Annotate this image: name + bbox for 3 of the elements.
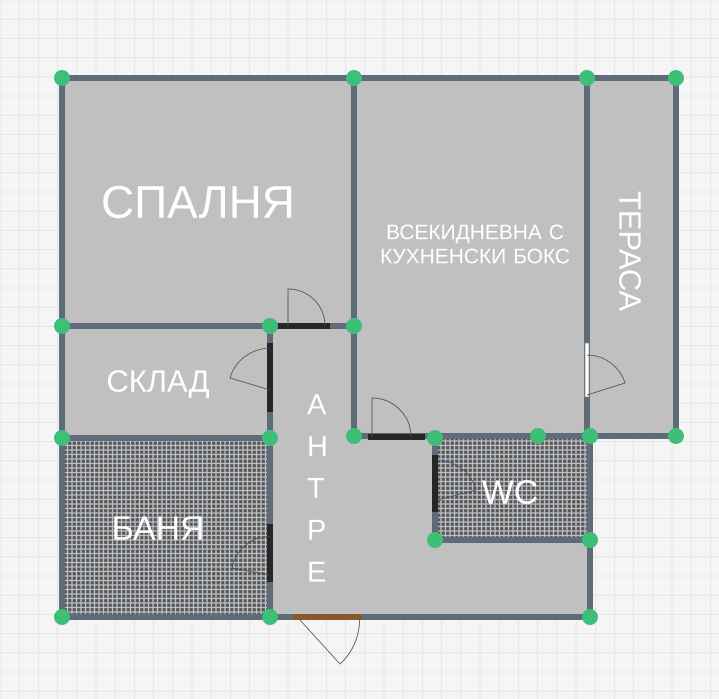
room-area: СКЛАД bbox=[62, 326, 270, 438]
node-label: АНТРЕ bbox=[307, 394, 326, 582]
room-area: ТЕРАСА bbox=[587, 78, 676, 436]
